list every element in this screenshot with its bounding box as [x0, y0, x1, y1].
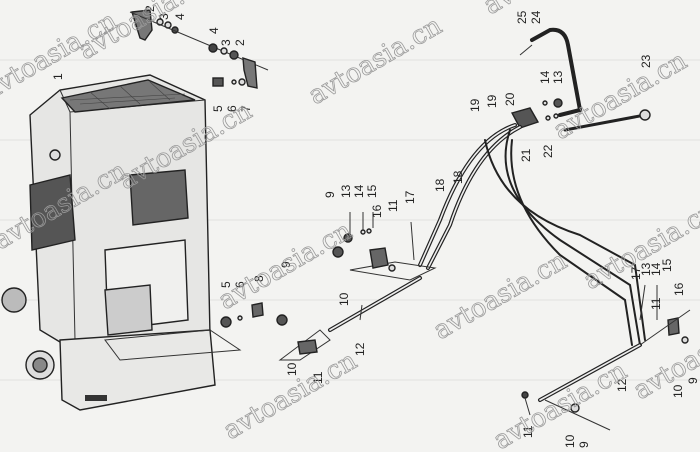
- callout: 14: [649, 262, 663, 276]
- callout: 17: [403, 190, 417, 204]
- callout: 10: [563, 434, 577, 448]
- callout: 5: [219, 281, 233, 288]
- callout: 12: [615, 378, 629, 392]
- callout: 10: [285, 362, 299, 376]
- watermark: avtoasia.cn: [629, 306, 700, 406]
- callout: 13: [639, 262, 653, 276]
- callout: 23: [639, 54, 653, 68]
- callout: 13: [551, 70, 565, 84]
- callout: 16: [370, 204, 384, 218]
- callout: 12: [353, 342, 367, 356]
- watermark: avtoasia.cn: [479, 0, 623, 21]
- callout: 19: [468, 98, 482, 112]
- bracket-assembly-middle: [220, 228, 437, 361]
- callout: 22: [541, 144, 555, 158]
- callout: 21: [519, 148, 533, 162]
- callout: 5: [211, 105, 225, 112]
- callout: 15: [660, 258, 674, 272]
- bracket-assembly-right: [521, 309, 691, 431]
- callout: 2: [233, 39, 247, 46]
- callout: 9: [323, 191, 337, 198]
- watermark: avtoasia.cn: [219, 346, 363, 446]
- callout: 2: [143, 5, 157, 12]
- bracket-parts-top: [129, 9, 269, 89]
- watermark: avtoasia.cn: [304, 11, 448, 111]
- callout: 10: [671, 384, 685, 398]
- callout: 14: [538, 70, 552, 84]
- callout: 10: [337, 292, 351, 306]
- callout: 4: [173, 13, 187, 20]
- heater-housing: [1, 74, 242, 411]
- callout: 20: [503, 92, 517, 106]
- callout: 24: [529, 10, 543, 24]
- leader-lines: [349, 44, 658, 416]
- callout: 11: [649, 297, 663, 310]
- watermark: avtoasia.cn: [489, 356, 633, 452]
- callout: 6: [233, 281, 247, 288]
- callout: 11: [386, 199, 400, 212]
- watermark: avtoasia.cn: [429, 246, 573, 346]
- callout: 9: [686, 377, 700, 384]
- callout-labels: 1 2 3 4 4 3 2 5 6 7 25 24 23 14 13 19 19…: [51, 5, 700, 448]
- fuel-line-assembly-top: [418, 27, 651, 346]
- callout: 15: [365, 184, 379, 198]
- callout: 18: [451, 170, 465, 184]
- callout: 13: [339, 184, 353, 198]
- callout: 19: [485, 94, 499, 108]
- callout: 18: [433, 178, 447, 192]
- callout: 14: [352, 184, 366, 198]
- callout: 8: [252, 275, 266, 282]
- callout: 6: [225, 105, 239, 112]
- callout: 17: [629, 266, 643, 280]
- watermark: avtoasia.cn: [214, 216, 358, 316]
- callout: 4: [207, 27, 221, 34]
- callout: 1: [51, 73, 65, 80]
- callout: 25: [515, 10, 529, 24]
- callout: 16: [672, 282, 686, 296]
- callout: 11: [311, 371, 325, 384]
- callout: 9: [577, 441, 591, 448]
- callout: 3: [157, 13, 171, 20]
- callout: 9: [279, 261, 293, 268]
- callout: 7: [239, 105, 253, 112]
- callout: 3: [219, 39, 233, 46]
- callout: 11: [521, 425, 535, 438]
- watermark: avtoasia.cn: [579, 196, 700, 296]
